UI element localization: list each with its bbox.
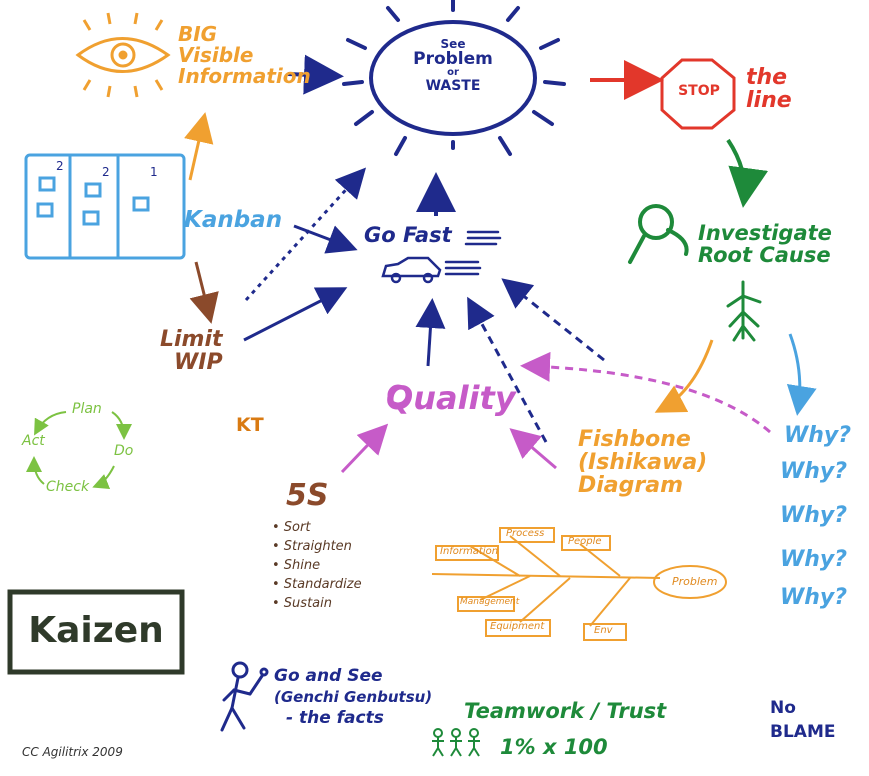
problem-line-4: WASTE (425, 77, 481, 94)
arrow-root-to-whys (786, 333, 817, 416)
fishbone-label-information: Information (440, 546, 499, 557)
stop-line-2: line (746, 88, 792, 114)
investigate-line-1: Investigate (698, 221, 832, 245)
kanban-count-2: 2 (102, 165, 110, 179)
fishbone-diagram-icon (431, 527, 727, 641)
quality-label: Quality (386, 379, 516, 417)
fishbone-label-people: People (568, 536, 602, 547)
no-blame-label: No BLAME (770, 696, 835, 744)
root-icon (726, 280, 762, 342)
kaizen-box (7, 589, 185, 675)
big-visible-line-2: Visible (178, 43, 254, 67)
eye-icon (75, 12, 171, 98)
fishbone-title-line-1: Fishbone (578, 427, 691, 452)
investigate-root-cause-label: Investigate Root Cause (698, 222, 832, 266)
arrow-stop-to-investigate (726, 138, 769, 208)
pdca-cycle-icon (26, 411, 132, 489)
arrow-visible-to-problem (287, 54, 344, 95)
fishbone-label-equipment: Equipment (490, 621, 545, 632)
no-blame-line-1: No (770, 698, 796, 718)
arrow-root-to-fishbone (654, 339, 714, 413)
arrow-fishbone-to-quality (509, 428, 557, 470)
teamwork-formula: 1% x 100 (500, 735, 608, 759)
arrow-quality-to-gofast (415, 298, 446, 367)
kanban-board-icon (24, 153, 186, 260)
arrow-wip-to-gofast (243, 287, 348, 342)
pdca-check-label: Check (46, 479, 90, 495)
quality-swirl-icon (387, 384, 409, 406)
go-and-see-line-2: (Genchi Genbutsu) (274, 688, 433, 706)
no-blame-line-2: BLAME (770, 722, 836, 742)
five-s-list: • Sort • Straighten • Shine • Standardiz… (272, 518, 362, 613)
problem-line-2: Problem (413, 48, 493, 69)
fishbone-title-line-2: (Ishikawa) (578, 450, 708, 476)
big-visible-information-label: BIG Visible Information (178, 24, 311, 87)
go-and-see-label: Go and See (Genchi Genbutsu) - the facts (274, 666, 432, 729)
investigate-line-2: Root Cause (698, 243, 831, 268)
pdca-do-label: Do (114, 443, 134, 459)
why-5: Why? (780, 585, 848, 610)
arrow-kanban-to-gofast (293, 224, 358, 254)
pdca-plan-label: Plan (72, 401, 102, 417)
fishbone-label-process: Process (506, 528, 545, 539)
five-s-item: • Sort (272, 520, 311, 535)
five-s-item: • Sustain (272, 596, 332, 611)
problem-line-3: or (447, 67, 459, 79)
arrow-kanban-to-visible (184, 112, 214, 181)
person-walking-icon (220, 661, 269, 732)
problem-line-1: See (440, 37, 466, 51)
go-and-see-line-3: - the facts (286, 708, 384, 728)
stop-sign-label: STOP (678, 83, 720, 99)
five-s-item: • Shine (272, 558, 321, 573)
magnifier-icon (628, 204, 689, 264)
problem-sun-icon (342, 0, 566, 156)
arrow-fishbone-to-gofast-2 (501, 278, 605, 362)
limit-wip-line-2: WIP (174, 350, 223, 376)
five-s-item: • Straighten (272, 539, 352, 554)
credit-label: CC Agilitrix 2009 (22, 745, 123, 759)
stop-the-line-label: the line (746, 66, 792, 112)
why-2: Why? (780, 459, 848, 484)
arrow-fishbone-to-gofast-1 (467, 296, 548, 443)
teamwork-title: Teamwork / Trust (464, 699, 667, 723)
team-people-icon (432, 728, 480, 757)
car-icon (381, 230, 502, 284)
arrow-whys-to-quality (520, 351, 771, 434)
fishbone-label-env: Env (594, 625, 613, 636)
kaizen-label: Kaizen (28, 610, 164, 651)
big-visible-line-3: Information (178, 64, 311, 88)
why-4: Why? (780, 547, 848, 572)
kanban-count-3: 1 (150, 165, 158, 179)
limit-wip-label: Limit WIP (160, 328, 223, 374)
kanban-label: Kanban (184, 207, 283, 233)
fishbone-title-line-3: Diagram (578, 473, 684, 499)
why-1: Why? (784, 423, 852, 448)
fishbone-title: Fishbone (Ishikawa) Diagram (578, 428, 707, 497)
pdca-act-label: Act (22, 433, 45, 449)
stop-line-1: the (746, 65, 788, 90)
arrow-wip-to-problem (244, 167, 367, 302)
limit-wip-line-1: Limit (160, 327, 223, 352)
why-3: Why? (780, 503, 848, 528)
five-s-item: • Standardize (272, 577, 362, 592)
arrow-5s-to-quality (340, 423, 389, 474)
kanban-count-1: 2 (56, 159, 64, 173)
arrow-kanban-to-wip (189, 261, 219, 324)
problem-label: See Problem or WASTE (394, 38, 512, 94)
fishbone-label-problem: Problem (672, 575, 718, 588)
five-s-title: 5S (286, 478, 329, 513)
fishbone-label-management: Management (460, 597, 520, 607)
big-visible-line-1: BIG (178, 22, 218, 46)
kt-label: KT (236, 414, 264, 436)
go-fast-label: Go Fast (364, 223, 452, 247)
go-and-see-line-1: Go and See (274, 666, 383, 686)
